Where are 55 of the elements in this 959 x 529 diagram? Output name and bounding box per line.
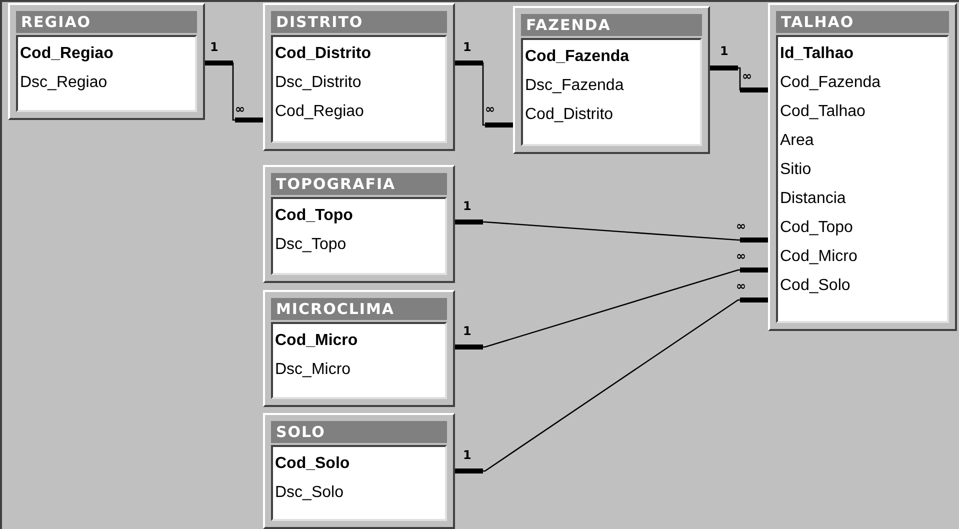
cardinality-label: ∞	[235, 103, 245, 115]
field-name: Cod_Topo	[780, 218, 853, 238]
table-title: TOPOGRAFIA	[271, 173, 447, 195]
field-name: Cod_Talhao	[780, 102, 866, 122]
table-card	[263, 290, 455, 407]
field-name: Cod_Solo	[275, 454, 350, 474]
cardinality-label: 1	[463, 41, 472, 53]
relationship-line	[710, 66, 768, 92]
field-name: Cod_Distrito	[525, 105, 614, 125]
relationship-line	[455, 60, 513, 128]
table-title: MICROCLIMA	[271, 298, 447, 320]
field-name: Cod_Solo	[780, 276, 850, 296]
field-name: Id_Talhao	[780, 44, 854, 64]
table-card	[768, 3, 957, 331]
cardinality-label: ∞	[485, 103, 495, 115]
table-title: REGIAO	[16, 11, 197, 33]
cardinality-label: 1	[463, 449, 472, 461]
cardinality-label: ∞	[736, 220, 746, 232]
field-name: Dsc_Solo	[275, 483, 344, 503]
cardinality-label: 1	[463, 200, 472, 212]
field-name: Cod_Fazenda	[780, 73, 881, 93]
relationship-line	[205, 60, 263, 122]
field-name: Cod_Regiao	[20, 44, 114, 64]
field-name: Cod_Micro	[780, 247, 858, 267]
field-name: Cod_Topo	[275, 206, 353, 226]
field-name: Cod_Fazenda	[525, 47, 630, 67]
relationship-line	[455, 298, 768, 474]
table-title: DISTRITO	[271, 11, 447, 33]
field-name: Cod_Regiao	[275, 102, 364, 122]
table-title: TALHAO	[776, 11, 949, 33]
field-name: Dsc_Micro	[275, 360, 351, 380]
field-name: Dsc_Regiao	[20, 73, 108, 93]
field-name: Dsc_Fazenda	[525, 76, 624, 96]
field-name: Sitio	[780, 160, 812, 180]
field-name: Cod_Micro	[275, 331, 358, 351]
field-name: Distancia	[780, 189, 846, 209]
cardinality-label: 1	[210, 41, 218, 53]
cardinality-label: ∞	[742, 70, 752, 82]
field-name: Dsc_Distrito	[275, 73, 362, 93]
field-name: Cod_Distrito	[275, 44, 371, 64]
table-card	[513, 6, 710, 154]
cardinality-label: 1	[463, 325, 472, 337]
table-card	[263, 165, 455, 283]
table-card	[263, 413, 455, 529]
table-card	[263, 3, 455, 151]
relationship-line	[455, 220, 768, 242]
table-title: SOLO	[271, 421, 447, 443]
table-title: FAZENDA	[521, 14, 702, 36]
relationship-line	[455, 268, 768, 350]
cardinality-label: ∞	[736, 250, 746, 262]
field-name: Dsc_Topo	[275, 235, 346, 255]
cardinality-label: 1	[720, 45, 728, 57]
cardinality-label: ∞	[736, 280, 746, 292]
field-name: Area	[780, 131, 814, 151]
table-card	[8, 3, 205, 120]
